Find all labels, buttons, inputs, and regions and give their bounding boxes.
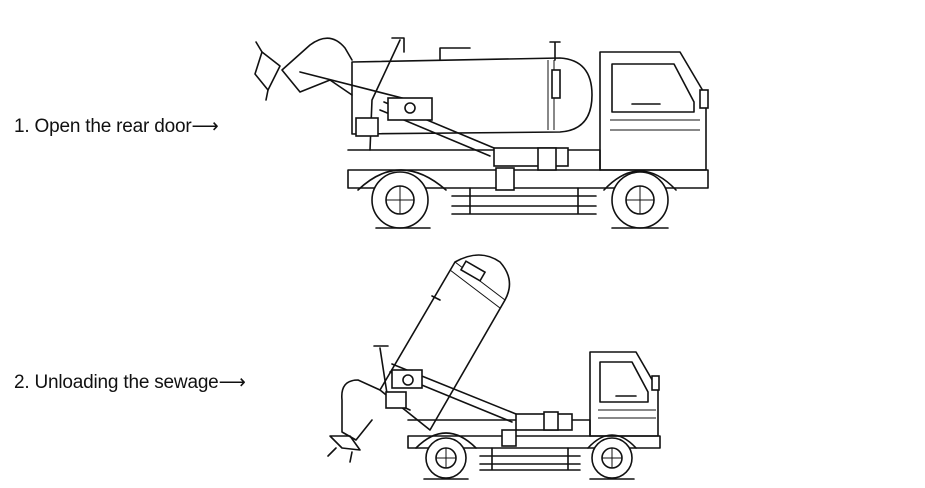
step-2-text: 2. Unloading the sewage: [14, 372, 219, 393]
step-1-text: 1. Open the rear door: [14, 116, 192, 137]
step-1-label: 1. Open the rear door⟶: [14, 115, 219, 138]
step-2-label: 2. Unloading the sewage⟶: [14, 371, 246, 394]
arrow-right-icon: ⟶: [218, 372, 246, 393]
truck-1: [254, 37, 709, 229]
arrow-right-icon: ⟶: [191, 116, 219, 137]
truck-2: [327, 254, 661, 480]
